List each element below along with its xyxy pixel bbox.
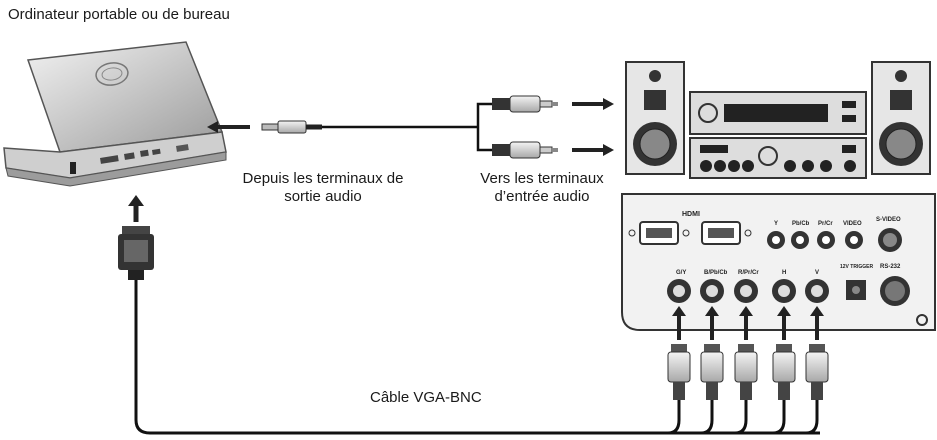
trigger-label: 12V TRIGGER — [840, 264, 873, 270]
right-speaker-icon — [871, 61, 931, 175]
rca-plug-top — [492, 95, 558, 113]
to-audio-line1: Vers les terminaux — [480, 170, 604, 187]
pr-cr-label: Pr/Cr — [818, 221, 833, 227]
amplifier-icon — [689, 91, 867, 179]
s-video-label: S-VIDEO — [876, 217, 901, 223]
vga-connector — [118, 195, 154, 280]
video-label: VIDEO — [843, 221, 862, 227]
gy-label: G/Y — [676, 270, 686, 276]
bnc-plugs — [667, 306, 829, 435]
bnc-plug-1 — [667, 306, 691, 435]
mini-jack-plug — [277, 120, 307, 134]
audio-cable — [207, 95, 614, 159]
hdmi-label: HDMI — [682, 211, 700, 218]
computer-label: Ordinateur portable ou de bureau — [8, 6, 230, 23]
bnc-plug-4 — [772, 306, 796, 435]
y-label: Y — [774, 221, 778, 227]
left-speaker-icon — [625, 61, 685, 175]
bnc-plug-3 — [734, 306, 758, 435]
r-pr-cr-label: R/Pr/Cr — [738, 270, 759, 276]
projector-input-panel: HDMI Y Pb/Cb Pr/Cr VIDEO S-VIDEO G/Y B/P… — [621, 193, 936, 331]
rs232-label: RS-232 — [880, 264, 901, 270]
to-audio-line2: d’entrée audio — [494, 188, 590, 205]
from-audio-label: Depuis les terminaux de sortie audio — [218, 170, 428, 206]
bnc-plug-5 — [805, 306, 829, 435]
h-label: H — [782, 270, 786, 276]
b-pb-cb-label: B/Pb/Cb — [704, 270, 728, 276]
laptop-illustration — [3, 41, 227, 187]
pb-cb-label: Pb/Cb — [792, 221, 810, 227]
rca-plug-bottom — [492, 141, 558, 159]
to-audio-label: Vers les terminaux d’entrée audio — [452, 170, 632, 206]
vga-bnc-cable — [134, 280, 820, 435]
hdmi-port-group: HDMI — [628, 211, 752, 245]
stereo-system — [625, 61, 931, 179]
from-audio-line1: Depuis les terminaux de — [242, 170, 404, 187]
from-audio-line2: sortie audio — [284, 188, 362, 205]
vga-bnc-cable-label: Câble VGA-BNC — [370, 389, 482, 406]
v-label: V — [815, 270, 819, 276]
bnc-plug-2 — [700, 306, 724, 435]
